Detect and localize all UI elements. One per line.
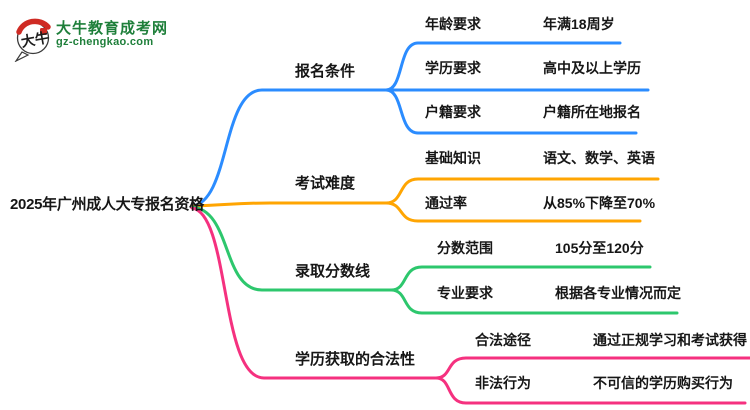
logo: 大牛 大牛教育成考网 gz-chengkao.com [10, 10, 210, 62]
leaf-value-basic-knowledge: 语文、数学、英语 [543, 150, 655, 166]
branch-0-edges [190, 41, 650, 208]
leaf-value-major-requirement: 根据各专业情况而定 [555, 285, 681, 301]
leaf-label-illegal-behavior: 非法行为 [475, 375, 531, 391]
branch-1-edges [190, 177, 660, 223]
leaf-value-residency-requirement: 户籍所在地报名 [543, 104, 641, 120]
leaf-label-age-requirement: 年龄要求 [425, 16, 481, 32]
root-node: 2025年广州成人大专报名资格 [10, 196, 204, 213]
leaf-label-basic-knowledge: 基础知识 [425, 150, 481, 166]
leaf-value-education-requirement: 高中及以上学历 [543, 60, 641, 76]
leaf-label-education-requirement: 学历要求 [425, 60, 481, 76]
leaf-label-score-range: 分数范围 [437, 240, 493, 256]
branch-node-enrollment-conditions: 报名条件 [295, 63, 356, 80]
leaf-label-pass-rate: 通过率 [425, 195, 467, 211]
leaf-value-score-range: 105分至120分 [555, 240, 644, 256]
logo-subtitle: gz-chengkao.com [56, 36, 154, 48]
edge-root-branch-0 [190, 88, 388, 208]
leaf-value-pass-rate: 从85%下降至70% [543, 195, 656, 211]
branch-3-edges [190, 206, 750, 405]
edge-branch-0-child-2 [384, 88, 638, 135]
edge-branch-3-child-1 [434, 376, 747, 405]
logo-title: 大牛教育成考网 [56, 20, 169, 37]
leaf-value-illegal-behavior: 不可信的学历购买行为 [593, 375, 733, 391]
branch-2-edges [190, 205, 679, 315]
logo-bubble-text: 大牛 [20, 29, 50, 50]
edge-branch-2-child-1 [389, 288, 679, 315]
edge-root-branch-1 [190, 201, 388, 208]
edge-root-branch-3 [190, 206, 438, 380]
branch-node-admission-score: 录取分数线 [295, 263, 371, 280]
edge-branch-0-child-0 [384, 41, 622, 92]
branch-node-exam-difficulty: 考试难度 [295, 175, 356, 192]
logo-red-arc [16, 18, 51, 35]
edge-root-branch-2 [190, 205, 393, 292]
leaf-label-major-requirement: 专业要求 [437, 285, 493, 301]
leaf-value-age-requirement: 年满18周岁 [543, 16, 615, 32]
edge-branch-1-child-1 [384, 201, 642, 223]
branch-node-legality: 学历获取的合法性 [295, 351, 416, 368]
logo-seal [40, 28, 47, 35]
logo-bubble-icon: 大牛 [14, 18, 51, 62]
leaf-label-residency-requirement: 户籍要求 [425, 104, 481, 120]
logo-bubble-tail [14, 51, 30, 62]
leaf-label-legal-way: 合法途径 [475, 332, 531, 348]
leaf-value-legal-way: 通过正规学习和考试获得 [593, 332, 747, 348]
